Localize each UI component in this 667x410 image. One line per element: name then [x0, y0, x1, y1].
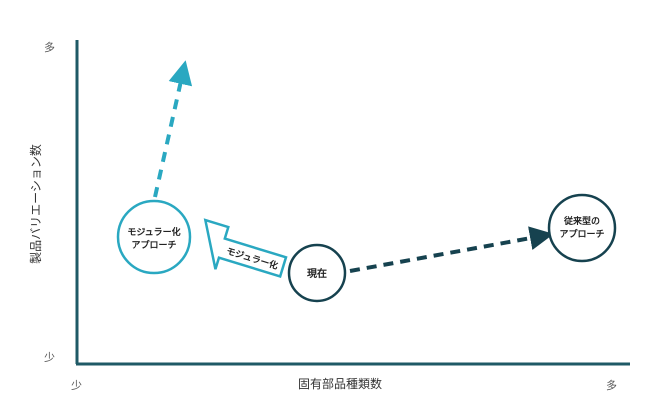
modularization-block-arrow: モジュラー化: [203, 218, 288, 278]
conventional-approach-circle: [547, 193, 617, 263]
modular-approach-line2: アプローチ: [131, 239, 176, 251]
y-axis-low-label: 少: [44, 351, 55, 364]
modular-upward-dashed-arrow: [153, 60, 193, 198]
conventional-dashed-arrow: [349, 226, 554, 273]
conventional-approach-line1: 従来型の: [563, 215, 600, 227]
x-axis-title: 固有部品種類数: [297, 377, 382, 391]
current-state-circle: [287, 243, 347, 303]
x-axis-high-label: 多: [606, 379, 617, 392]
x-axis-low-label: 少: [71, 379, 82, 392]
modular-approach-line1: モジュラー化: [127, 226, 180, 238]
current-state-label: 現在: [307, 267, 327, 280]
y-axis-high-label: 多: [44, 41, 55, 54]
conventional-approach-line2: アプローチ: [559, 228, 604, 240]
modular-approach-circle: [116, 199, 192, 275]
